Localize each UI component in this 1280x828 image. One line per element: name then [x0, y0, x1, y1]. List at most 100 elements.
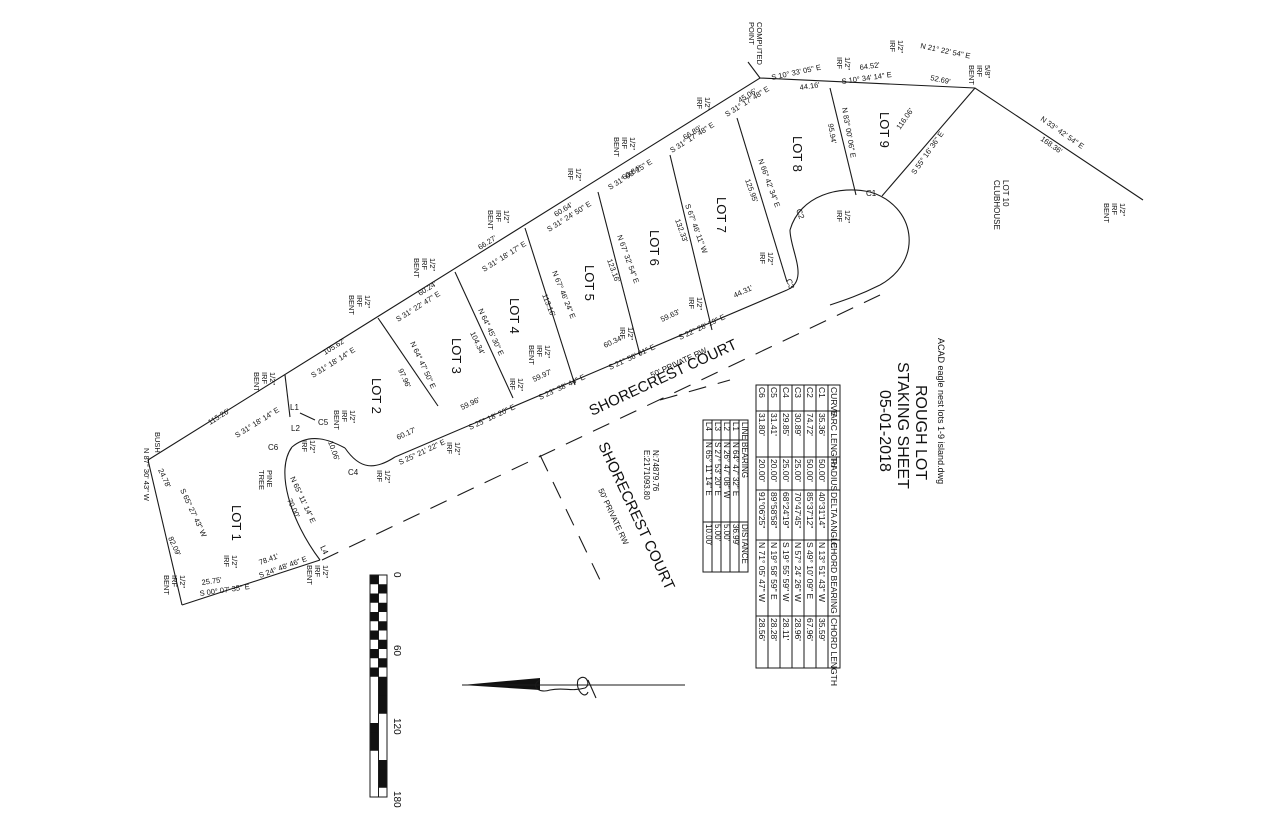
- curve-table-header: RADIUS: [829, 459, 839, 491]
- sheet-date: 05-01-2018: [876, 390, 893, 472]
- marker-6: 1/2"IRFBENT: [332, 410, 357, 430]
- distance-16: 132.33': [673, 218, 690, 245]
- line-table-cell: L4: [704, 422, 713, 431]
- distance-32: 44.31': [732, 283, 755, 300]
- scale-tick-180: 180: [391, 791, 402, 808]
- distance-31: 59.63': [659, 307, 682, 324]
- distance-20: 97.96': [396, 367, 413, 390]
- distance-23: 24.78': [156, 467, 173, 490]
- curve-label-c3: C3: [784, 278, 796, 291]
- curve-table-header: CHORD BEARING: [829, 542, 839, 614]
- distance-24: 25.75': [201, 575, 223, 587]
- curve-table-cell: 70°47'45": [793, 492, 803, 528]
- scale-tick-120: 120: [391, 718, 402, 735]
- marker-labels: COMPUTEDPOINT BUSH PINETREE 1/2"IRFBENT …: [153, 22, 1127, 595]
- curve-table-cell: N 71° 05' 47" W: [757, 542, 767, 602]
- curve-table-header: ARC LENGTH: [829, 413, 839, 468]
- lot-5-label: LOT 5: [582, 265, 597, 301]
- bearing-27: S 25° 18' 20" E: [467, 402, 517, 431]
- curve-table-cell: 35.59': [817, 618, 827, 641]
- marker-4: 1/2"IRFBENT: [252, 372, 277, 392]
- road-name-main: SHORECREST COURT: [587, 336, 740, 420]
- lot-3-label: LOT 3: [449, 338, 464, 374]
- bearing-10: S 10° 33' 05" E: [771, 63, 822, 82]
- scale-tick-0: 0: [391, 572, 402, 578]
- line-table-cell: 10.00': [704, 524, 713, 546]
- curve-line-ids: C1 C2 C3 C4 C5 C6 L1 L2 L4: [268, 189, 877, 556]
- marker-22: 5/8"IRFBENT: [967, 65, 992, 85]
- marker-2: 1/2"IRF: [222, 555, 239, 568]
- marker-15: 1/2"IRF: [618, 327, 635, 340]
- lot-6-label: LOT 6: [647, 230, 662, 266]
- distance-15: 125.95': [743, 178, 760, 205]
- bearing-21: N 64° 47' 50" E: [408, 340, 438, 390]
- curve-label-c2: C2: [794, 208, 806, 221]
- coordinate-note: N:74879.76E:2171093.80: [642, 450, 660, 500]
- marker-19: 1/2"IRF: [758, 252, 775, 265]
- curve-table-cell: C4: [781, 387, 791, 398]
- distance-29: 59.97': [531, 367, 554, 384]
- line-table-frame: [702, 419, 749, 573]
- scale-tick-60: 60: [391, 645, 402, 657]
- curve-label-c1: C1: [866, 189, 877, 198]
- curve-table-cell: N 13° 51' 43" W: [817, 542, 827, 602]
- marker-17: 1/2"IRF: [687, 297, 704, 310]
- marker-16: 1/2"IRFBENT: [612, 137, 637, 157]
- marker-20: 1/2"IRF: [835, 57, 852, 70]
- distance-14: 95.94': [826, 123, 838, 145]
- line-table-cell: 5.00': [722, 524, 731, 542]
- curve-table-cell: 25.00': [781, 459, 791, 482]
- marker-18: 1/2"IRF: [695, 97, 712, 110]
- distance-11: 52.69': [930, 73, 952, 86]
- curve-table-cell: 28.56': [757, 618, 767, 641]
- curve-table-cell: 25.00': [793, 459, 803, 482]
- curve-table-cell: 89°58'58": [769, 492, 779, 528]
- curve-table-cell: N 57° 24' 26" W: [793, 542, 803, 602]
- curve-table-cell: C3: [793, 387, 803, 398]
- marker-21: 1/2"IRF: [888, 40, 905, 53]
- line-table-header: LINE: [740, 422, 749, 440]
- bearing-12: N 21° 22' 54" E: [920, 41, 972, 60]
- curve-table-cell: 30.89': [793, 413, 803, 436]
- marker-13: 1/2"IRFBENT: [527, 345, 552, 365]
- curve-table-cell: 28.96': [793, 618, 803, 641]
- curve-table-cell: 74.72': [805, 413, 815, 436]
- bush-label: BUSH: [153, 432, 162, 453]
- curve-table-frame: [755, 384, 841, 669]
- curve-table-cell: C2: [805, 387, 815, 398]
- line-table-header: BEARING: [740, 442, 749, 478]
- marker-9: 1/2"IRF: [445, 442, 462, 455]
- curve-table-cell: 20.00': [769, 459, 779, 482]
- curve-table-header: DELTA ANGLE: [829, 492, 839, 549]
- marker-11: 1/2"IRF: [508, 378, 525, 391]
- marker-10: 1/2"IRFBENT: [412, 258, 437, 278]
- sheet-title-1: ROUGH LOT: [912, 385, 929, 480]
- bearing-17: S 67° 46' 11" W: [683, 203, 710, 256]
- curve-table-cell: 28.28': [769, 618, 779, 641]
- curve-table-cell: 20.00': [757, 459, 767, 482]
- curve-table-cell: C1: [817, 387, 827, 398]
- curve-table-cell: 85°37'12": [805, 492, 815, 528]
- line-table-cell: N 26° 47' 08" W: [722, 442, 731, 499]
- curve-table-cell: 68°24'19": [781, 492, 791, 528]
- lot-7-label: LOT 7: [714, 197, 729, 233]
- curve-table-cell: S 19° 55' 59" W: [781, 542, 791, 602]
- marker-23: 1/2"IRFBENT: [1102, 203, 1127, 223]
- curve-table-cell: 31.41': [769, 413, 779, 436]
- bearing-26: S 25° 21' 22" E: [397, 437, 447, 466]
- curve-table-cell: C5: [769, 387, 779, 398]
- bearing-15: N 83° 00' 06" E: [840, 107, 858, 159]
- line-label-l2: L2: [291, 424, 300, 433]
- curve-table-header: CHORD LENGTH: [829, 618, 839, 686]
- scale-bar: 0 60 120 180: [369, 572, 402, 808]
- distance-10: 64.52': [859, 60, 881, 72]
- bearing-14: S 55° 16' 36" E: [909, 130, 945, 177]
- curve-table-cell: 28.11': [781, 618, 791, 641]
- bearing-30: S 22° 28' 19" E: [677, 312, 727, 341]
- line-table-cell: 5.00': [713, 524, 722, 542]
- marker-5: 1/2"IRF: [300, 440, 317, 453]
- lot-8-label: LOT 8: [790, 136, 805, 172]
- curve-label-c6: C6: [268, 443, 279, 452]
